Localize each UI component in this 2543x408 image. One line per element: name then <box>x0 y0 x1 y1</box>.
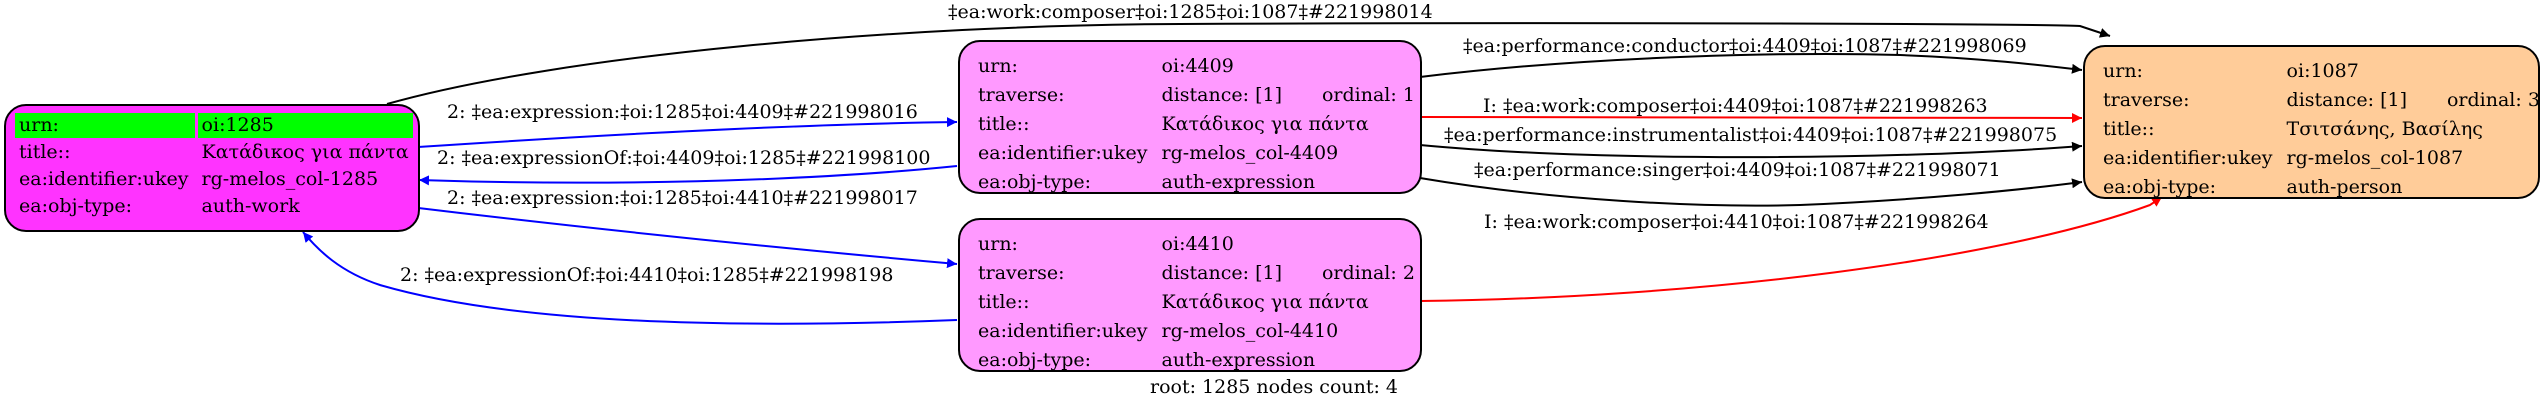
node-oi-4410-table: urn: oi:4410 traverse: distance: [1] ordi… <box>970 228 1423 377</box>
node-row-title: title:: Κατάδικος για πάντα <box>974 112 1419 137</box>
edge-label-work-composer-4410-1087: I: ‡ea:work:composer‡oi:4410‡oi:1087‡#22… <box>1484 211 1989 233</box>
row-key: ea:identifier:ukey <box>978 142 1148 164</box>
node-row-traverse: traverse: distance: [1] ordinal: 2 <box>974 261 1419 286</box>
row-value: Κατάδικος για πάντα <box>201 141 409 163</box>
row-key: urn: <box>978 55 1018 77</box>
traverse-ordinal: ordinal: 3 <box>2446 89 2540 111</box>
node-row-type: ea:obj-type: auth-expression <box>974 348 1419 373</box>
edge-work-composer-4409-1087 <box>1419 112 2083 123</box>
row-value: rg-melos_col-4410 <box>1161 320 1339 342</box>
node-oi-4410[interactable]: urn: oi:4410 traverse: distance: [1] ordi… <box>958 218 1422 372</box>
edge-expressionOf-4410-1285 <box>302 231 958 325</box>
node-row-ukey: ea:identifier:ukey rg-melos_col-1285 <box>15 167 413 192</box>
node-oi-4409-table: urn: oi:4409 traverse: distance: [1] ordi… <box>970 50 1423 199</box>
node-oi-1285-table: urn: oi:1285 title:: Κατάδικος για πάντα… <box>12 111 416 221</box>
edge-label-expression-1285-4410: 2: ‡ea:expression:‡oi:1285‡oi:4410‡#2219… <box>447 187 918 209</box>
row-value: auth-expression <box>1161 349 1316 371</box>
row-value: oi:4410 <box>1161 233 1234 255</box>
node-row-title: title:: Κατάδικος για πάντα <box>974 290 1419 315</box>
node-row-urn: urn: oi:1285 <box>15 113 413 138</box>
edge-label-expressionOf-4410-1285: 2: ‡ea:expressionOf:‡oi:4410‡oi:1285‡#22… <box>400 264 894 286</box>
node-row-traverse: traverse: distance: [1] ordinal: 3 <box>2099 88 2543 113</box>
row-key: urn: <box>2103 60 2143 82</box>
node-row-title: title:: Τσιτσάνης, Βασίλης <box>2099 117 2543 142</box>
row-value: auth-work <box>201 195 300 217</box>
edge-work-composer-4410-1087 <box>1419 196 2163 302</box>
edge-label-expression-1285-4409: 2: ‡ea:expression:‡oi:1285‡oi:4409‡#2219… <box>447 101 918 123</box>
row-key: ea:obj-type: <box>19 195 133 217</box>
node-row-urn: urn: oi:1087 <box>2099 59 2543 84</box>
row-value: Κατάδικος για πάντα <box>1161 291 1369 313</box>
node-row-type: ea:obj-type: auth-expression <box>974 170 1419 195</box>
row-key: title:: <box>978 291 1030 313</box>
row-key: title:: <box>19 141 71 163</box>
edge-label-expressionOf-4409-1285: 2: ‡ea:expressionOf:‡oi:4409‡oi:1285‡#22… <box>437 147 931 169</box>
node-row-type: ea:obj-type: auth-work <box>15 194 413 219</box>
row-value: distance: [1] ordinal: 1 <box>1158 83 1419 108</box>
row-key: ea:identifier:ukey <box>978 320 1148 342</box>
traverse-ordinal: ordinal: 1 <box>1321 84 1415 106</box>
row-key: title:: <box>2103 118 2155 140</box>
row-key: urn: <box>15 113 195 138</box>
node-row-ukey: ea:identifier:ukey rg-melos_col-4410 <box>974 319 1419 344</box>
row-value: Τσιτσάνης, Βασίλης <box>2286 118 2483 140</box>
row-key: title:: <box>978 113 1030 135</box>
row-key: ea:obj-type: <box>2103 176 2217 198</box>
row-value: Κατάδικος για πάντα <box>1161 113 1369 135</box>
node-oi-1285[interactable]: urn: oi:1285 title:: Κατάδικος για πάντα… <box>4 104 420 232</box>
row-key: urn: <box>978 233 1018 255</box>
traverse-ordinal: ordinal: 2 <box>1321 262 1415 284</box>
row-key: traverse: <box>2103 89 2190 111</box>
row-key: ea:identifier:ukey <box>2103 147 2273 169</box>
node-row-type: ea:obj-type: auth-person <box>2099 175 2543 200</box>
row-value: rg-melos_col-1087 <box>2286 147 2464 169</box>
edge-label-performance-conductor: ‡ea:performance:conductor‡oi:4409‡oi:108… <box>1463 35 2027 57</box>
row-key: ea:obj-type: <box>978 171 1092 193</box>
edge-expression-1285-4409 <box>417 117 958 148</box>
row-key: ea:obj-type: <box>978 349 1092 371</box>
row-value: rg-melos_col-4409 <box>1161 142 1339 164</box>
node-oi-1087[interactable]: urn: oi:1087 traverse: distance: [1] ordi… <box>2083 45 2540 199</box>
edge-work-composer-1285-1087 <box>386 22 2111 105</box>
edge-performance-conductor-4409-1087 <box>1419 53 2083 78</box>
row-value: auth-person <box>2286 176 2403 198</box>
row-key: traverse: <box>978 84 1065 106</box>
edge-performance-instrumentalist-4409-1087 <box>1419 141 2083 159</box>
edge-expression-1285-4410 <box>409 206 958 269</box>
edge-performance-singer-4409-1087 <box>1419 177 2083 207</box>
node-oi-4409[interactable]: urn: oi:4409 traverse: distance: [1] ordi… <box>958 40 1422 194</box>
node-row-ukey: ea:identifier:ukey rg-melos_col-4409 <box>974 141 1419 166</box>
row-value: auth-expression <box>1161 171 1316 193</box>
edge-label-work-composer-4409-1087: I: ‡ea:work:composer‡oi:4409‡oi:1087‡#22… <box>1483 95 1988 117</box>
edge-label-work-composer-1285-1087: ‡ea:work:composer‡oi:1285‡oi:1087‡#22199… <box>948 1 1433 23</box>
node-row-urn: urn: oi:4409 <box>974 54 1419 79</box>
edge-label-performance-instrumentalist: ‡ea:performance:instrumentalist‡oi:4409‡… <box>1444 124 2058 146</box>
row-value: distance: [1] ordinal: 3 <box>2283 88 2543 113</box>
node-row-urn: urn: oi:4410 <box>974 232 1419 257</box>
node-oi-1087-table: urn: oi:1087 traverse: distance: [1] ordi… <box>2095 55 2543 204</box>
traverse-distance: distance: [1] <box>1161 262 1282 284</box>
row-value: rg-melos_col-1285 <box>201 168 379 190</box>
edge-label-performance-singer: ‡ea:performance:singer‡oi:4409‡oi:1087‡#… <box>1474 159 2001 181</box>
node-row-ukey: ea:identifier:ukey rg-melos_col-1087 <box>2099 146 2543 171</box>
traverse-distance: distance: [1] <box>2286 89 2407 111</box>
row-value: oi:1285 <box>197 113 413 138</box>
row-value: distance: [1] ordinal: 2 <box>1158 261 1419 286</box>
row-key: ea:identifier:ukey <box>19 168 189 190</box>
traverse-distance: distance: [1] <box>1161 84 1282 106</box>
node-row-title: title:: Κατάδικος για πάντα <box>15 140 413 165</box>
edge-expressionOf-4409-1285 <box>418 165 958 186</box>
row-value: oi:4409 <box>1161 55 1234 77</box>
graph-footer-summary: root: 1285 nodes count: 4 <box>1150 376 1399 398</box>
row-key: traverse: <box>978 262 1065 284</box>
row-value: oi:1087 <box>2286 60 2359 82</box>
node-row-traverse: traverse: distance: [1] ordinal: 1 <box>974 83 1419 108</box>
